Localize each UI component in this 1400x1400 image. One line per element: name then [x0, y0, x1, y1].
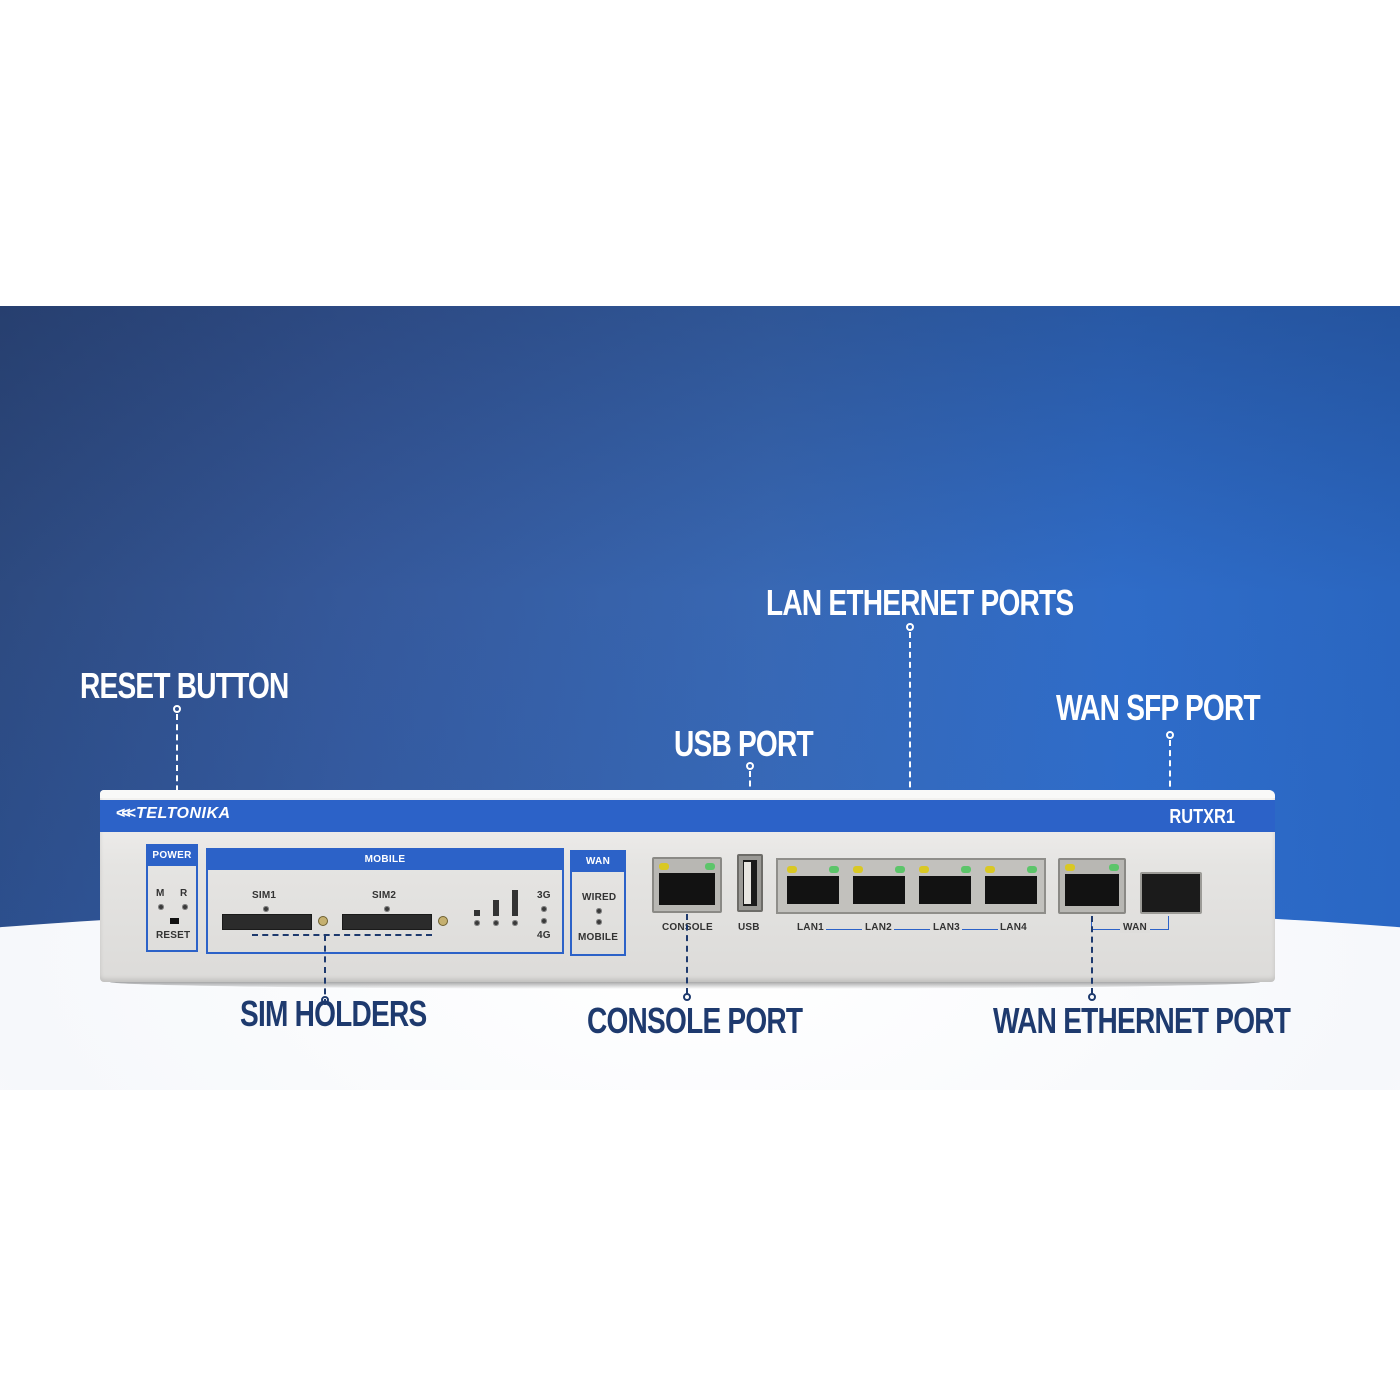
led-label-r: R	[180, 888, 188, 899]
callout-sim-holders: SIM HOLDERS	[240, 993, 427, 1034]
leader-line-console	[686, 914, 688, 994]
lan3-label: LAN3	[933, 922, 960, 933]
signal-led-2-icon	[493, 920, 499, 926]
callout-anchor-dot	[746, 762, 754, 770]
lan4-activity-led-icon	[1027, 866, 1037, 873]
wan-panel: WAN WIRED MOBILE	[570, 850, 626, 956]
sim1-eject-icon[interactable]	[318, 916, 328, 926]
wan-label: WAN	[1120, 922, 1150, 933]
lan1-link-led-icon	[787, 866, 797, 873]
signal-led-1-icon	[474, 920, 480, 926]
reset-label: RESET	[156, 930, 191, 941]
teltonika-logo: <<< TELTONIKA	[116, 805, 231, 823]
bottom-margin	[0, 1090, 1400, 1400]
leader-line-wan-ethernet	[1091, 916, 1093, 994]
brand-name: TELTONIKA	[136, 805, 231, 822]
sim2-eject-icon[interactable]	[438, 916, 448, 926]
callout-console-port: CONSOLE PORT	[587, 1000, 803, 1041]
rj45-socket-icon	[853, 876, 905, 904]
rj45-socket-icon	[659, 873, 715, 905]
led-3g-icon	[541, 906, 547, 912]
leader-line-sim-horizontal	[252, 934, 432, 936]
lan1-port[interactable]	[782, 862, 844, 910]
lan4-link-led-icon	[985, 866, 995, 873]
wired-label: WIRED	[582, 892, 617, 903]
teltonika-mark-icon: <<<	[116, 805, 136, 822]
lan2-link-led-icon	[853, 866, 863, 873]
callout-anchor-dot	[683, 993, 691, 1001]
callout-wan-ethernet-port: WAN ETHERNET PORT	[993, 1000, 1291, 1041]
lan-connector-line	[826, 929, 862, 930]
usb-label: USB	[738, 922, 760, 933]
led-wired-icon	[596, 908, 602, 914]
wan-panel-title: WAN	[572, 852, 624, 872]
lan-connector-line	[894, 929, 930, 930]
signal-bar-3-icon	[512, 890, 518, 916]
sim2-led-icon	[384, 906, 390, 912]
sim2-label: SIM2	[372, 890, 397, 901]
lan4-label: LAN4	[1000, 922, 1027, 933]
power-panel-title: POWER	[148, 846, 196, 866]
callout-wan-sfp-port: WAN SFP PORT	[1056, 687, 1261, 728]
label-4g: 4G	[537, 930, 551, 941]
sim1-label: SIM1	[252, 890, 277, 901]
rj45-socket-icon	[919, 876, 971, 904]
callout-anchor-dot	[1166, 731, 1174, 739]
callout-anchor-dot	[321, 996, 329, 1004]
signal-bar-2-icon	[493, 900, 499, 916]
signal-bar-1-icon	[474, 910, 480, 916]
callout-anchor-dot	[173, 705, 181, 713]
callout-lan-ethernet-ports: LAN ETHERNET PORTS	[766, 582, 1074, 623]
lan-port-group	[776, 858, 1046, 914]
lan2-label: LAN2	[865, 922, 892, 933]
lan-connector-line	[962, 929, 998, 930]
mobile-panel-title: MOBILE	[208, 850, 562, 870]
wan-ethernet-port[interactable]	[1058, 858, 1126, 914]
sim2-slot[interactable]	[342, 914, 432, 930]
lan1-activity-led-icon	[829, 866, 839, 873]
lan3-activity-led-icon	[961, 866, 971, 873]
rj45-socket-icon	[1065, 874, 1119, 906]
usb-tongue	[744, 862, 751, 904]
signal-led-3-icon	[512, 920, 518, 926]
console-link-led-icon	[659, 863, 669, 870]
callout-anchor-dot	[1088, 993, 1096, 1001]
led-label-m: M	[156, 888, 165, 899]
leader-line-sim	[324, 935, 326, 1005]
wan-link-led-icon	[1065, 864, 1075, 871]
mobile-label: MOBILE	[578, 932, 619, 943]
led-mobile-icon	[596, 919, 602, 925]
lan3-port[interactable]	[914, 862, 976, 910]
power-panel: POWER M R RESET	[146, 844, 198, 952]
lan2-activity-led-icon	[895, 866, 905, 873]
mobile-panel: MOBILE SIM1 SIM2 3G 4G	[206, 848, 564, 954]
console-port[interactable]	[652, 857, 722, 913]
rj45-socket-icon	[985, 876, 1037, 904]
model-name: RUTXR1	[1169, 806, 1235, 828]
callout-anchor-dot	[906, 623, 914, 631]
sim1-led-icon	[263, 906, 269, 912]
lan3-link-led-icon	[919, 866, 929, 873]
led-m-icon	[158, 904, 164, 910]
lan1-label: LAN1	[797, 922, 824, 933]
router-top-edge	[100, 790, 1275, 798]
lan2-port[interactable]	[848, 862, 910, 910]
led-r-icon	[182, 904, 188, 910]
reset-button[interactable]	[170, 918, 179, 924]
sim1-slot[interactable]	[222, 914, 312, 930]
wan-activity-led-icon	[1109, 864, 1119, 871]
leader-line-lan	[909, 632, 911, 857]
usb-port[interactable]	[737, 854, 763, 912]
top-margin	[0, 0, 1400, 306]
brand-strip: <<< TELTONIKA RUTXR1	[100, 800, 1275, 832]
led-4g-icon	[541, 918, 547, 924]
wan-sfp-port[interactable]	[1140, 872, 1202, 914]
rj45-socket-icon	[787, 876, 839, 904]
lan4-port[interactable]	[980, 862, 1042, 910]
label-3g: 3G	[537, 890, 551, 901]
callout-usb-port: USB PORT	[674, 723, 814, 764]
console-activity-led-icon	[705, 863, 715, 870]
callout-reset-button: RESET BUTTON	[80, 665, 289, 706]
